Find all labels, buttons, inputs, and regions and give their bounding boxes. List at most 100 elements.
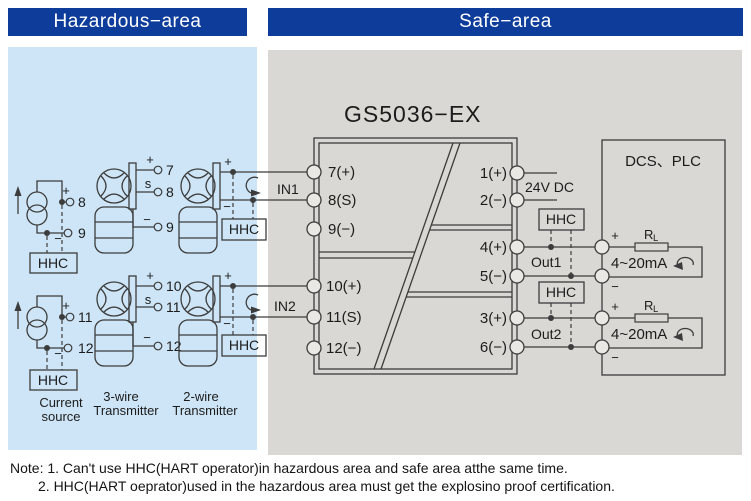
device-title: GS5036−EX <box>344 101 482 127</box>
terminal-label: 10(+) <box>326 278 361 295</box>
load-resistor-label: R <box>644 298 653 313</box>
output-label-out2: Out2 <box>531 326 562 342</box>
hart-loop-arrow-icon <box>245 176 262 198</box>
polarity-minus: − <box>143 330 151 345</box>
terminal-label: 4(+) <box>480 239 507 256</box>
current-direction-arrow <box>13 185 23 215</box>
wire-end-terminal <box>153 165 163 175</box>
terminal-2 <box>509 192 525 208</box>
transmitter-symbol <box>94 275 137 367</box>
polarity-plus: + <box>224 154 232 169</box>
terminal-label: 1(+) <box>480 165 507 182</box>
loop-current-label: 4~20mA <box>611 255 667 272</box>
polarity-plus: + <box>611 299 619 314</box>
wire-number: 8 <box>166 184 174 200</box>
hart-loop-arrow-icon <box>245 293 262 315</box>
transmitter-3wire-caption: 3-wire <box>103 389 138 404</box>
hhc-box <box>29 252 78 274</box>
wire-end-terminal <box>65 197 75 207</box>
output-label-out1: Out1 <box>531 254 562 270</box>
power-supply-wiring: 24V DC <box>524 172 574 201</box>
isolator-device: GS5036−EX 7(+) 8(S) 9(−) 10(+) 11(S) 12(… <box>306 101 525 375</box>
hhc-label: HHC <box>546 284 576 300</box>
dcs-terminal <box>594 239 610 255</box>
hhc-label: HHC <box>229 221 259 237</box>
hazardous-captions: Current source 3-wire Transmitter 2-wire… <box>39 389 238 424</box>
dcs-terminal <box>594 339 610 355</box>
polarity-minus: − <box>223 316 231 331</box>
hhc-box <box>221 218 267 241</box>
terminal-label: 11(S) <box>326 309 362 326</box>
wire-end-terminal <box>153 281 163 291</box>
terminal-label: 8(S) <box>328 192 356 209</box>
wire-number: 11 <box>166 299 181 315</box>
polarity-plus: + <box>62 298 70 313</box>
signal-s: s <box>145 292 152 307</box>
transmitter-3wire-1: + s − 7 8 9 <box>94 152 174 254</box>
transmitter-symbol <box>94 162 137 254</box>
current-source-caption: source <box>41 409 80 424</box>
hazardous-area-title: Hazardous−area <box>53 11 202 32</box>
input-label-in2: IN2 <box>274 298 296 314</box>
terminal-7 <box>306 164 322 180</box>
wire-number: 9 <box>166 219 174 235</box>
polarity-plus: + <box>146 268 154 283</box>
terminal-label: 12(−) <box>326 340 361 357</box>
hhc-box <box>29 369 78 391</box>
hhc-box <box>538 281 585 304</box>
wire-number: 10 <box>166 278 182 294</box>
safe-area-header: Safe−area <box>268 8 743 36</box>
terminal-label: 5(−) <box>480 268 507 285</box>
terminal-label: 7(+) <box>328 164 355 181</box>
wire-end-terminal <box>65 312 75 322</box>
wire-end-terminal <box>153 187 163 197</box>
wire-number: 7 <box>166 162 174 178</box>
notes: Note: 1. Can't use HHC(HART operator)in … <box>10 459 615 495</box>
safe-area-title: Safe−area <box>459 11 552 32</box>
polarity-minus: − <box>54 346 62 361</box>
transmitter-3wire-2: + s − 10 11 12 <box>94 268 182 367</box>
load-resistor-label: R <box>644 227 653 242</box>
current-source-caption: Current <box>39 395 83 410</box>
wire-number: 8 <box>78 194 86 210</box>
polarity-minus: − <box>611 279 619 294</box>
transmitter-2wire-caption: 2-wire <box>183 389 218 404</box>
hhc-label: HHC <box>229 337 259 353</box>
current-source-1: + − 8 9 HHC <box>13 180 86 274</box>
dcs-plc-label: DCS、PLC <box>625 153 701 170</box>
load-resistor-subscript: L <box>653 304 658 315</box>
current-source-2: + − 11 12 HHC <box>13 295 94 391</box>
out1-wiring: HHC Out1 <box>524 208 595 279</box>
power-label: 24V DC <box>525 179 574 195</box>
wire-number: 12 <box>78 340 94 356</box>
terminal-1 <box>509 165 525 181</box>
transmitter-3wire-caption: Transmitter <box>93 403 159 418</box>
wire-end-terminal <box>63 343 73 353</box>
transmitter-2wire-1: + − HHC IN1 <box>178 154 307 254</box>
polarity-minus: − <box>611 350 619 365</box>
wire-number: 11 <box>78 309 93 325</box>
dcs-plc-box: DCS、PLC + − R L 4~20mA + − R L 4~20mA <box>594 139 726 376</box>
terminal-12 <box>306 340 322 356</box>
wire-end-terminal <box>153 222 163 232</box>
terminal-9 <box>306 221 322 237</box>
hhc-box <box>538 208 585 231</box>
wire-end-terminal <box>153 302 163 312</box>
transmitter-2wire-caption: Transmitter <box>172 403 238 418</box>
load-resistor <box>634 242 669 252</box>
terminal-10 <box>306 278 322 294</box>
terminal-5 <box>509 268 525 284</box>
transmitter-symbol <box>178 275 221 367</box>
hhc-label: HHC <box>38 255 68 271</box>
dcs-terminal <box>594 268 610 284</box>
terminal-label: 2(−) <box>480 192 507 209</box>
loop-current-label: 4~20mA <box>611 326 667 343</box>
polarity-plus: + <box>62 183 70 198</box>
dcs-terminal <box>594 310 610 326</box>
wire-number: 12 <box>166 338 182 354</box>
hhc-label: HHC <box>546 211 576 227</box>
hazardous-area-header: Hazardous−area <box>8 8 247 36</box>
polarity-plus: + <box>611 228 619 243</box>
signal-s: s <box>145 176 152 191</box>
